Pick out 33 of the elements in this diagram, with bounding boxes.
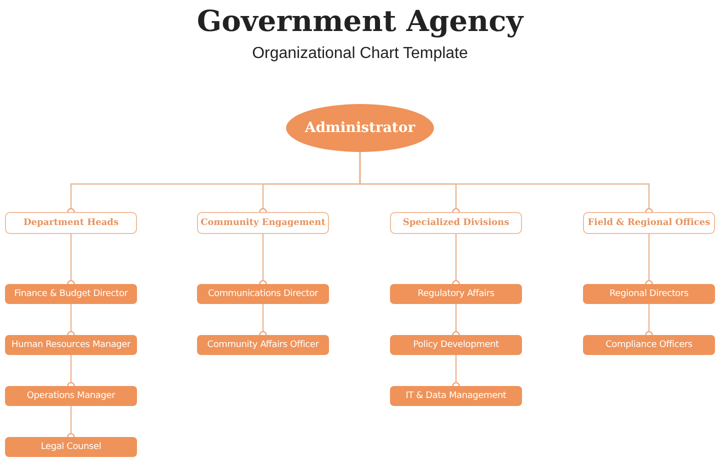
role-box	[390, 335, 522, 355]
role-title: Compliance Officers	[606, 340, 692, 350]
chart-subtitle: Organizational Chart Template	[251, 45, 469, 63]
division-box	[5, 212, 137, 234]
division-title: Specialized Divisions	[402, 218, 510, 228]
role-title: Communications Director	[208, 289, 318, 299]
role-title: Administrator	[304, 120, 416, 136]
role-box	[5, 386, 137, 406]
role-box	[5, 335, 137, 355]
division-title: Community Engagement	[200, 218, 326, 228]
role-box	[197, 284, 329, 304]
division-box	[197, 212, 329, 234]
role-box	[5, 284, 137, 304]
role-box	[390, 284, 522, 304]
role-title: Community Affairs Officer	[207, 340, 319, 350]
division-box	[583, 212, 715, 234]
role-box	[583, 284, 715, 304]
role-title: Policy Development	[413, 340, 499, 350]
role-box	[583, 335, 715, 355]
role-title: Legal Counsel	[40, 442, 102, 452]
role-box	[197, 335, 329, 355]
division-box	[390, 212, 522, 234]
role-title: Regulatory Affairs	[418, 289, 494, 299]
chart-title: Government Agency	[196, 4, 525, 38]
role-box	[390, 386, 522, 406]
role-title: Regional Directors	[610, 289, 688, 299]
role-title: Human Resources Manager	[12, 340, 130, 350]
role-box	[5, 437, 137, 457]
division-title: Field & Regional Offices	[588, 218, 710, 228]
role-title: IT & Data Management	[406, 391, 506, 401]
division-title: Department Heads	[23, 218, 119, 228]
role-title: Operations Manager	[26, 391, 116, 401]
role-title: Finance & Budget Director	[14, 289, 128, 299]
